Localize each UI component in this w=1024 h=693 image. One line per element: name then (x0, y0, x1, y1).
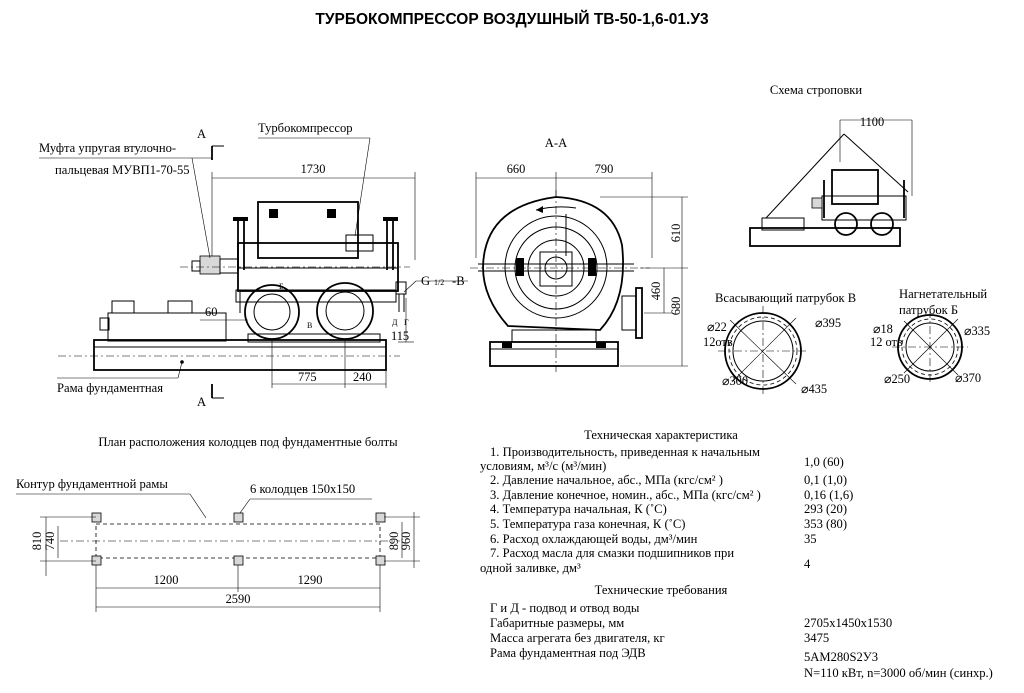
coupling (199, 255, 221, 275)
suction-d435: ⌀435 (801, 382, 827, 396)
discharge-title-1: Нагнетательный (899, 287, 987, 301)
dim-1290: 1290 (298, 573, 323, 587)
well (375, 512, 386, 523)
gearbox-cover (257, 201, 359, 259)
g-label: G (421, 274, 430, 288)
suction-d300: ⌀300 (722, 374, 748, 388)
motor-block (107, 312, 227, 342)
suction-title: Всасывающий патрубок В (715, 291, 856, 305)
rigging-title: Схема строповки (770, 83, 863, 97)
spec-label: 1. Производительность, приведенная к нач… (490, 445, 760, 459)
dim-680: 680 (669, 297, 683, 316)
dim-740: 740 (43, 532, 57, 551)
dim-1730: 1730 (301, 162, 326, 176)
mark-b: Б (279, 282, 284, 291)
dim-810: 810 (30, 532, 44, 551)
spec-value: 4 (804, 557, 811, 571)
discharge-flange: Нагнетательный патрубок Б ⌀18 12 отв ⌀33… (870, 287, 990, 386)
suction-flange: Всасывающий патрубок В ⌀22 12отв ⌀395 ⌀3… (703, 291, 856, 396)
well (91, 555, 102, 566)
discharge-title-2: патрубок Б (899, 303, 958, 317)
req-value: 2705х1450х1530 (804, 616, 892, 630)
req-value: 5АМ280S2У3 (804, 650, 878, 664)
dim-240: 240 (353, 370, 372, 384)
frame-label: Рама фундаментная (57, 381, 163, 395)
contour-label: Контур фундаментной рамы (16, 477, 168, 491)
spec-value: 0,1 (1,0) (804, 473, 847, 487)
spec-label: 4. Температура начальная, К (˚С) (490, 502, 667, 516)
coupling-label-1: Муфта упругая втулочно- (39, 141, 176, 155)
section-mark-top: А (197, 127, 206, 141)
dim-115: 115 (391, 329, 409, 343)
dim-1100: 1100 (860, 115, 884, 129)
well (375, 555, 386, 566)
mark-g: Г (404, 318, 409, 327)
mark-v: В (307, 321, 312, 330)
suction-d395: ⌀395 (815, 316, 841, 330)
req-label: Масса агрегата без двигателя, кг (490, 631, 665, 645)
well (233, 555, 244, 566)
spec-label: 2. Давление начальное, абс., МПа (кгс/см… (490, 473, 723, 487)
discharge-holes: 12 отв (870, 335, 903, 349)
spec-label: 5. Температура газа конечная, К (˚С) (490, 517, 685, 531)
spec-value: 0,16 (1,6) (804, 488, 853, 502)
spec-value: 293 (20) (804, 502, 847, 516)
wells-plan: План расположения колодцев под фундамент… (16, 435, 420, 612)
discharge-d335: ⌀335 (964, 324, 990, 338)
wells-label: 6 колодцев 150х150 (250, 482, 355, 496)
g-suffix: -В (452, 274, 465, 288)
dim-960: 960 (399, 532, 413, 551)
dim-890: 890 (387, 532, 401, 551)
wells-title: План расположения колодцев под фундамент… (98, 435, 398, 449)
rigging-scheme: Схема строповки 1100 (749, 83, 913, 247)
dim-610: 610 (669, 224, 683, 243)
spec-value: 1,0 (60) (804, 455, 844, 469)
suction-d-holes: ⌀22 (707, 320, 727, 334)
dim-460: 460 (649, 282, 663, 301)
well (91, 512, 102, 523)
well (233, 512, 244, 523)
discharge-d-holes: ⌀18 (873, 322, 893, 336)
discharge-d250: ⌀250 (884, 372, 910, 386)
spec-label: 3. Давление конечное, номин., абс., МПа … (490, 488, 761, 502)
requirements-title: Технические требования (595, 583, 728, 597)
spec-value: 353 (80) (804, 517, 847, 531)
suction-holes: 12отв (703, 335, 733, 349)
dim-1200: 1200 (154, 573, 179, 587)
dim-660: 660 (507, 162, 526, 176)
sheet-title: ТУРБОКОМПРЕССОР ВОЗДУШНЫЙ ТВ-50-1,6-01.У… (315, 10, 709, 28)
req-label: Габаритные размеры, мм (490, 616, 624, 630)
specs-title: Техническая характеристика (584, 428, 738, 442)
requirements-table: Технические требования Г и Д - подвод и … (490, 583, 993, 680)
mark-d: Д (392, 318, 398, 327)
section-title: А-А (545, 136, 567, 150)
req-value: N=110 кВт, n=3000 об/мин (синхр.) (804, 666, 993, 680)
req-label: Рама фундаментная под ЭДВ (490, 646, 646, 660)
spec-label: 7. Расход масла для смазки подшипников п… (490, 546, 734, 560)
req-value: 3475 (804, 631, 829, 645)
dim-775: 775 (298, 370, 317, 384)
g-sub: 1/2 (434, 278, 444, 287)
dim-2590: 2590 (226, 592, 251, 606)
spec-label: 6. Расход охлаждающей воды, дм³/мин (490, 532, 698, 546)
section-view: А-А 660 790 (470, 136, 688, 372)
compressor-label: Турбокомпрессор (258, 121, 353, 135)
side-view: Муфта упругая втулочно- пальцевая МУВП1-… (39, 121, 468, 409)
spec-label: одной заливке, дм³ (480, 561, 581, 575)
discharge-d370: ⌀370 (955, 371, 981, 385)
volute-b (244, 284, 300, 340)
dim-60: 60 (205, 305, 217, 319)
foundation-frame (93, 339, 387, 371)
spec-value: 35 (804, 532, 817, 546)
section-mark-bottom: А (197, 395, 206, 409)
req-label: Г и Д - подвод и отвод воды (490, 601, 640, 615)
volute-v (316, 282, 374, 340)
dim-790: 790 (595, 162, 614, 176)
coupling-label-2: пальцевая МУВП1-70-55 (55, 163, 190, 177)
spec-label: условиям, м³/с (м³/мин) (480, 459, 606, 473)
specs-table: Техническая характеристика 1. Производит… (480, 428, 853, 575)
